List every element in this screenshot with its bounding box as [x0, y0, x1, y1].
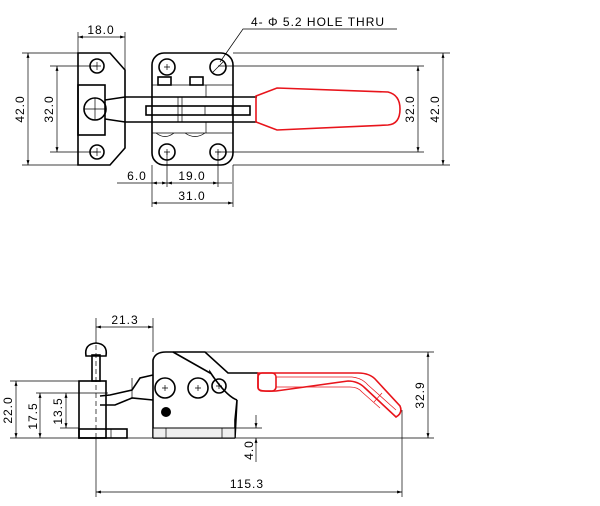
- dim-hole-offset: 6.0: [127, 169, 147, 183]
- top-dimensions: 18.0 42.0 32.0 32.0 42.0 6.0 19.0 31.0 4…: [13, 15, 450, 207]
- arm: [104, 96, 257, 123]
- dim-hole-spacing-left: 32.0: [42, 95, 56, 122]
- base-plate: [77, 52, 126, 166]
- dim-overall-height: 32.9: [413, 381, 427, 408]
- dim-height-left: 42.0: [13, 95, 27, 122]
- side-handle: [257, 372, 402, 418]
- dim-base-width: 18.0: [87, 23, 114, 37]
- dim-hole-spacing-right: 32.0: [403, 95, 417, 122]
- hole-note: 4- Φ 5.2 HOLE THRU: [251, 15, 385, 29]
- side-view: 21.3 32.9 22.0 17.5 13.5 4.0 115.3: [1, 313, 434, 497]
- top-view: 18.0 42.0 32.0 32.0 42.0 6.0 19.0 31.0 4…: [13, 15, 450, 207]
- side-arm: [99, 374, 154, 406]
- side-dimensions: 21.3 32.9 22.0 17.5 13.5 4.0 115.3: [1, 313, 434, 497]
- spindle-base: [78, 342, 128, 439]
- dim-overall-length: 115.3: [230, 477, 264, 491]
- dim-hole-pitch: 19.0: [178, 169, 205, 183]
- dim-height-right: 42.0: [428, 95, 442, 122]
- dim-spindle-offset: 21.3: [111, 313, 138, 327]
- side-body: [152, 351, 258, 439]
- dim-base-height: 22.0: [1, 396, 15, 423]
- dim-spindle-height: 17.5: [26, 402, 40, 429]
- dim-body-width: 31.0: [178, 189, 205, 203]
- body: [151, 52, 234, 166]
- handle: [255, 87, 401, 131]
- dim-base-thickness: 4.0: [242, 440, 256, 460]
- dim-arm-height: 13.5: [51, 397, 65, 424]
